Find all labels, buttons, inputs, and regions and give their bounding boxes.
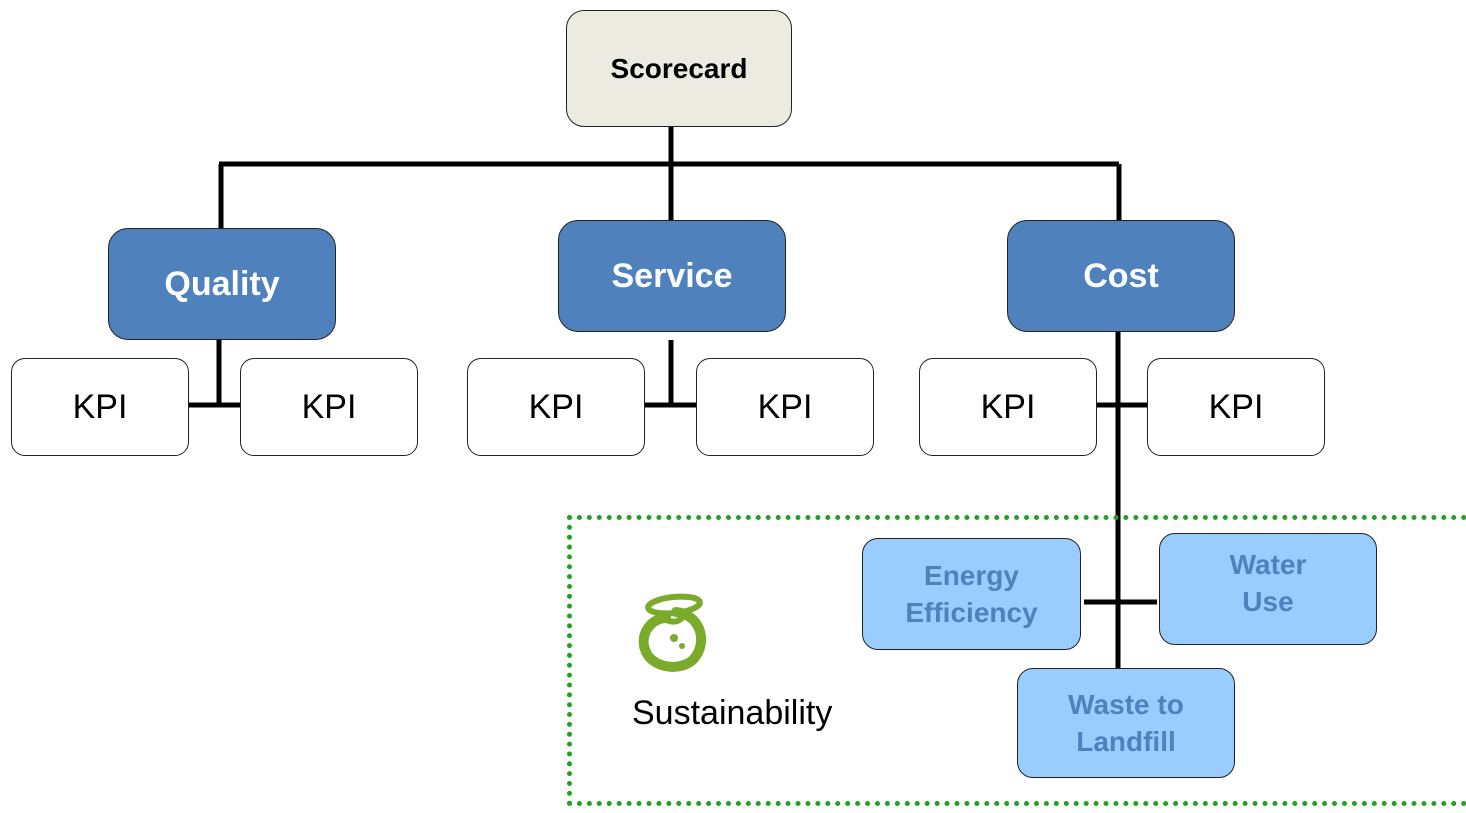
waste-to-landfill-node: Waste to Landfill [1017,668,1235,778]
waste-to-landfill-line2: Landfill [1076,726,1176,757]
energy-efficiency-line2: Efficiency [905,597,1038,628]
service-node: Service [558,220,786,332]
scorecard-node: Scorecard [566,10,792,127]
service-kpi-left: KPI [467,358,645,456]
sustainability-label: Sustainability [632,694,833,732]
waste-to-landfill-line1: Waste to [1068,689,1184,720]
service-kpi-right: KPI [696,358,874,456]
apple-icon [636,590,712,672]
water-use-node: Water Use [1159,533,1377,645]
energy-efficiency-node: Energy Efficiency [862,538,1081,650]
water-use-line2: Use [1242,586,1294,617]
water-use-line1: Water [1229,549,1307,580]
cost-kpi-left: KPI [919,358,1097,456]
quality-node: Quality [108,228,336,340]
cost-kpi-right: KPI [1147,358,1325,456]
cost-node: Cost [1007,220,1235,332]
quality-kpi-right: KPI [240,358,418,456]
sustainability-region [567,515,1466,806]
quality-kpi-left: KPI [11,358,189,456]
energy-efficiency-line1: Energy [924,560,1019,591]
